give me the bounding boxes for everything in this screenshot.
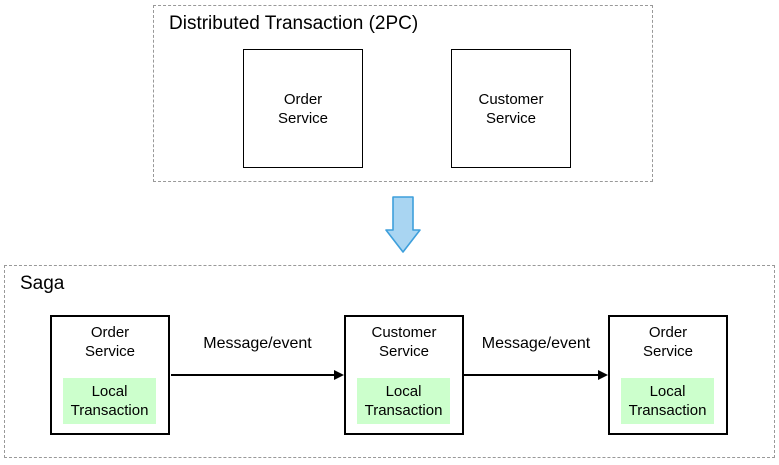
down-arrow-shape [385,196,421,253]
service-box-label: Customer Service [478,90,544,127]
arrow-head-icon [598,370,608,380]
arrow-head-icon [334,370,344,380]
local-transaction-box: Local Transaction [63,378,156,424]
service-box-customer-2pc: Customer Service [451,49,571,168]
message-event-label-2: Message/event [481,335,591,352]
local-transaction-label: Local Transaction [364,383,443,419]
message-arrow-1 [171,370,344,380]
message-event-label-1: Message/event [203,335,312,352]
saga-node-customer: Customer Service Local Transaction [344,315,464,435]
service-box-label: Order Service [84,324,136,360]
service-box-order-2pc: Order Service [243,49,363,168]
down-arrow-icon [385,196,421,253]
message-arrow-2 [464,370,608,380]
local-transaction-label: Local Transaction [628,383,707,419]
distributed-transaction-group: Distributed Transaction (2PC) Order Serv… [153,5,653,182]
group-title-saga: Saga [20,273,65,294]
local-transaction-box: Local Transaction [357,378,450,424]
saga-node-order-2: Order Service Local Transaction [608,315,728,435]
service-box-label: Order Service [277,90,329,127]
saga-group: Saga Order Service Local Transaction Mes… [4,265,775,458]
local-transaction-box: Local Transaction [621,378,714,424]
service-box-label: Customer Service [371,324,437,360]
group-title-2pc: Distributed Transaction (2PC) [169,13,419,34]
saga-node-order-1: Order Service Local Transaction [50,315,170,435]
service-box-label: Order Service [642,324,694,360]
local-transaction-label: Local Transaction [70,383,149,419]
